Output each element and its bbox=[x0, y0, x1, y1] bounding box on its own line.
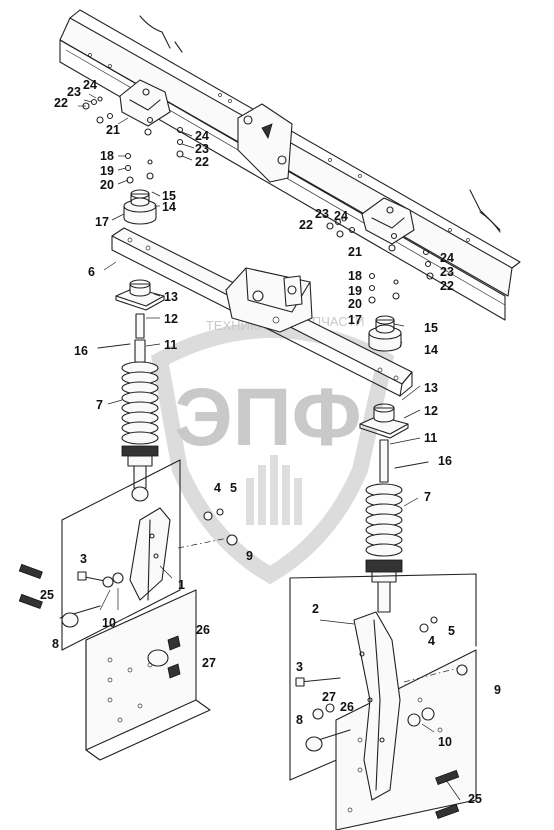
callout-1: 1 bbox=[178, 578, 185, 592]
callout-4: 4 bbox=[428, 634, 435, 648]
callout-21: 21 bbox=[106, 123, 120, 137]
callout-4: 4 bbox=[214, 481, 221, 495]
callout-5: 5 bbox=[448, 624, 455, 638]
callout-9: 9 bbox=[494, 683, 501, 697]
callout-7: 7 bbox=[96, 398, 103, 412]
callout-19: 19 bbox=[348, 284, 362, 298]
beam-center-bracket bbox=[225, 267, 313, 333]
callout-21: 21 bbox=[348, 245, 362, 259]
callout-11: 11 bbox=[164, 338, 177, 352]
fasteners-upper bbox=[82, 96, 434, 304]
callout-6: 6 bbox=[88, 265, 95, 279]
callout-9: 9 bbox=[246, 549, 253, 563]
callout-13: 13 bbox=[164, 290, 178, 304]
callout-24: 24 bbox=[440, 251, 454, 265]
callout-22: 22 bbox=[299, 218, 313, 232]
bracket-1 bbox=[129, 507, 171, 601]
callouts: 24 23 22 21 24 23 22 18 19 20 15 14 17 2… bbox=[40, 78, 501, 806]
rubber-pad-right bbox=[359, 403, 409, 439]
callout-25: 25 bbox=[468, 792, 482, 806]
leader-lines bbox=[78, 93, 461, 801]
rubber-pad-left bbox=[115, 279, 165, 311]
callout-15: 15 bbox=[162, 189, 176, 203]
spring-mount-upper-right bbox=[368, 315, 402, 352]
callout-19: 19 bbox=[100, 164, 114, 178]
callout-11: 11 bbox=[424, 431, 437, 445]
fasteners-lower-left bbox=[18, 508, 238, 628]
callout-22: 22 bbox=[54, 96, 68, 110]
callout-16: 16 bbox=[438, 454, 452, 468]
callout-10: 10 bbox=[438, 735, 452, 749]
callout-23: 23 bbox=[315, 207, 329, 221]
callout-24: 24 bbox=[334, 209, 348, 223]
callout-27: 27 bbox=[322, 690, 336, 704]
spring-bracket-right bbox=[361, 197, 415, 245]
callout-26: 26 bbox=[340, 700, 354, 714]
callout-16: 16 bbox=[74, 344, 88, 358]
callout-18: 18 bbox=[348, 269, 362, 283]
watermark-shield-shape bbox=[151, 322, 395, 585]
callout-13: 13 bbox=[424, 381, 438, 395]
frame-plate-left bbox=[61, 459, 211, 761]
callout-8: 8 bbox=[296, 713, 303, 727]
callout-20: 20 bbox=[348, 297, 362, 311]
callout-14: 14 bbox=[424, 343, 438, 357]
callout-26: 26 bbox=[196, 623, 210, 637]
callout-12: 12 bbox=[164, 312, 178, 326]
callout-8: 8 bbox=[52, 637, 59, 651]
callout-7: 7 bbox=[424, 490, 431, 504]
callout-20: 20 bbox=[100, 178, 114, 192]
bracket-2 bbox=[353, 611, 401, 801]
callout-22: 22 bbox=[195, 155, 209, 169]
callout-24: 24 bbox=[83, 78, 97, 92]
callout-24: 24 bbox=[195, 129, 209, 143]
callout-17: 17 bbox=[348, 313, 362, 327]
callout-10: 10 bbox=[102, 616, 116, 630]
callout-12: 12 bbox=[424, 404, 438, 418]
callout-3: 3 bbox=[296, 660, 303, 674]
callout-3: 3 bbox=[80, 552, 87, 566]
callout-14: 14 bbox=[162, 200, 176, 214]
callout-27: 27 bbox=[202, 656, 216, 670]
callout-23: 23 bbox=[195, 142, 209, 156]
spring-bracket-left bbox=[119, 79, 171, 127]
callout-25: 25 bbox=[40, 588, 54, 602]
watermark-monogram: ЭПФ bbox=[174, 372, 361, 463]
callout-5: 5 bbox=[230, 481, 237, 495]
spring-strut-right bbox=[365, 439, 429, 613]
spring-mount-upper-left bbox=[123, 189, 157, 225]
callout-22: 22 bbox=[440, 279, 454, 293]
fasteners-lower-right bbox=[295, 616, 468, 820]
callout-2: 2 bbox=[312, 602, 319, 616]
callout-15: 15 bbox=[424, 321, 438, 335]
callout-17: 17 bbox=[95, 215, 109, 229]
callout-23: 23 bbox=[440, 265, 454, 279]
callout-23: 23 bbox=[67, 85, 81, 99]
watermark-emblem-icon bbox=[246, 455, 302, 525]
callout-18: 18 bbox=[100, 149, 114, 163]
watermark: ЭПФ ТЕХНИКА ЗАПЧАСТИ bbox=[151, 314, 395, 585]
spring-strut-left bbox=[97, 313, 159, 502]
